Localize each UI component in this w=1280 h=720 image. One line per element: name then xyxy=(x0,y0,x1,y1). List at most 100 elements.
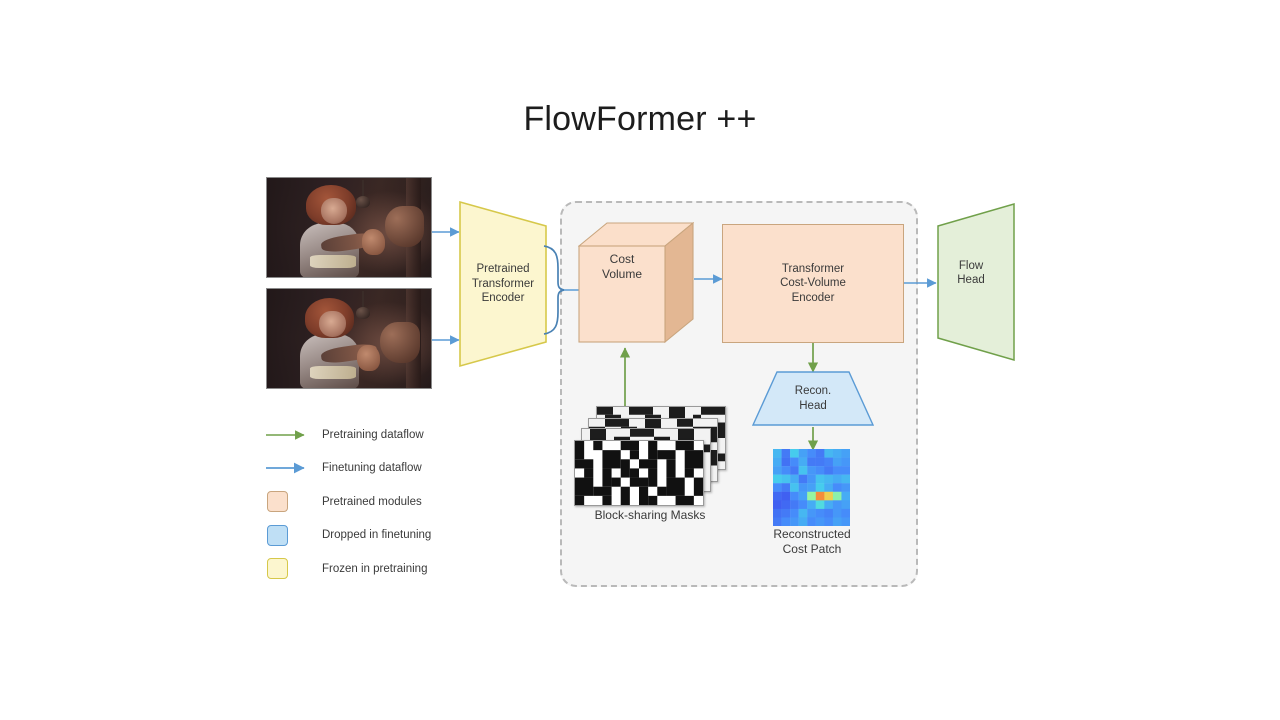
heatmap-cell xyxy=(773,474,782,484)
flow-head-block[interactable]: Flow Head xyxy=(936,202,1016,362)
legend-pretraining-dataflow: Pretraining dataflow xyxy=(266,418,506,452)
heatmap-cell xyxy=(790,483,799,492)
heatmap-cell xyxy=(815,491,825,501)
arrow-cost-volume-to-tcve xyxy=(694,274,723,284)
frozen-swatch-icon xyxy=(267,558,288,580)
heatmap-cell xyxy=(790,474,799,484)
heatmap-cell xyxy=(781,449,791,458)
legend-dropped-in-finetuning: Dropped in finetuning xyxy=(266,519,506,553)
heatmap-cell xyxy=(798,466,808,475)
dropped-swatch-icon xyxy=(267,524,288,546)
cost-volume-block[interactable]: Cost Volume xyxy=(577,221,695,344)
frame-sash xyxy=(309,255,356,269)
heatmap-cell xyxy=(773,500,782,510)
heatmap-cell xyxy=(841,483,850,492)
heatmap-cell xyxy=(807,457,816,467)
cost-volume-cube xyxy=(577,221,695,344)
heatmap-cell xyxy=(824,517,834,526)
legend-label: Pretrained modules xyxy=(322,495,422,508)
pretraining-arrow-icon xyxy=(266,429,305,440)
legend-frozen-in-pretraining: Frozen in pretraining xyxy=(266,552,506,586)
heatmap-cell xyxy=(815,517,825,526)
heatmap-cell xyxy=(781,491,791,501)
heatmap-cell xyxy=(841,474,850,484)
heatmap-cell xyxy=(807,466,816,475)
heatmap-cell xyxy=(824,457,834,467)
heatmap-cell xyxy=(832,517,842,526)
heatmap-cell xyxy=(815,483,825,492)
heatmap-cell xyxy=(815,500,825,510)
heatmap-cell xyxy=(781,483,791,492)
heatmap-cell xyxy=(790,491,799,501)
heatmap-cell xyxy=(832,491,842,501)
heatmap-cell xyxy=(798,508,808,518)
pretrained-transformer-encoder[interactable]: Pretrained Transformer Encoder xyxy=(458,200,548,368)
heatmap-cell xyxy=(781,466,791,475)
finetuning-arrow-icon xyxy=(266,462,305,474)
legend-swatch-dropped xyxy=(266,524,310,546)
patch-caption: Reconstructed Cost Patch xyxy=(737,527,887,556)
arrow-frame1-to-encoder xyxy=(432,227,460,345)
heatmap-cell xyxy=(790,457,799,467)
tcve-label-line3: Encoder xyxy=(791,291,835,304)
heatmap-cell xyxy=(790,517,799,526)
heatmap-cell xyxy=(798,457,808,467)
heatmap-cell xyxy=(781,508,791,518)
masks-caption: Block-sharing Masks xyxy=(594,508,706,522)
heatmap-cell xyxy=(841,500,850,510)
frame-sash xyxy=(309,366,356,380)
heatmap-cell xyxy=(807,508,816,518)
arrow-masks-to-cost-volume xyxy=(619,347,631,409)
heatmap-cell xyxy=(832,449,842,458)
block-sharing-masks[interactable] xyxy=(574,406,726,506)
heatmap-cell xyxy=(781,474,791,484)
frame-lamp xyxy=(356,179,371,208)
legend-swatch-pretrained xyxy=(266,491,310,513)
heatmap-cell xyxy=(841,517,850,526)
heatmap-cell xyxy=(807,449,816,458)
heatmap-cell xyxy=(832,466,842,475)
heatmap-cell xyxy=(798,449,808,458)
arrow-tcve-to-recon-head xyxy=(807,343,819,373)
frame-face xyxy=(319,310,346,337)
heatmap-cell xyxy=(824,483,834,492)
recon-head-block[interactable]: Recon. Head xyxy=(751,370,875,427)
heatmap-cell xyxy=(824,491,834,501)
page-title: FlowFormer ++ xyxy=(523,100,757,138)
heatmap-cell xyxy=(798,500,808,510)
legend-arrow-green xyxy=(266,424,310,446)
heatmap-cell xyxy=(798,474,808,484)
heatmap-cell xyxy=(824,500,834,510)
heatmap-cell xyxy=(773,483,782,492)
legend-label: Pretraining dataflow xyxy=(322,428,424,441)
heatmap-cell xyxy=(815,508,825,518)
heatmap-cell xyxy=(773,466,782,475)
frame-face xyxy=(321,197,348,224)
heatmap-cell xyxy=(790,508,799,518)
heatmap-cell xyxy=(807,517,816,526)
heatmap-cell xyxy=(841,508,850,518)
heatmap-cell xyxy=(815,457,825,467)
flow-head-shape xyxy=(937,203,1015,361)
cost-volume-label-line2: Volume xyxy=(601,267,643,281)
heatmap-cell xyxy=(841,491,850,501)
heatmap-cell xyxy=(773,457,782,467)
input-frame-2 xyxy=(266,288,432,389)
legend-label: Finetuning dataflow xyxy=(322,462,422,475)
frame-right-hand xyxy=(385,205,425,248)
legend-finetuning-dataflow: Finetuning dataflow xyxy=(266,452,506,486)
heatmap-cell xyxy=(841,457,850,467)
heatmap-cell xyxy=(773,491,782,501)
tcve-label: Transformer Cost-Volume Encoder xyxy=(780,262,846,306)
mask-pattern xyxy=(575,441,703,505)
tcve-label-line2: Cost-Volume xyxy=(780,277,846,290)
input-frame-1 xyxy=(266,177,432,278)
patch-caption-line2: Cost Patch xyxy=(782,541,842,556)
heatmap-cell xyxy=(807,474,816,484)
heatmap-cell xyxy=(841,449,850,458)
heatmap-cell xyxy=(773,508,782,518)
tcve-label-line1: Transformer xyxy=(781,262,845,275)
recon-head-shape xyxy=(751,371,875,426)
transformer-cost-volume-encoder[interactable]: Transformer Cost-Volume Encoder xyxy=(722,224,904,343)
cost-volume-label-line1: Cost xyxy=(609,252,635,266)
